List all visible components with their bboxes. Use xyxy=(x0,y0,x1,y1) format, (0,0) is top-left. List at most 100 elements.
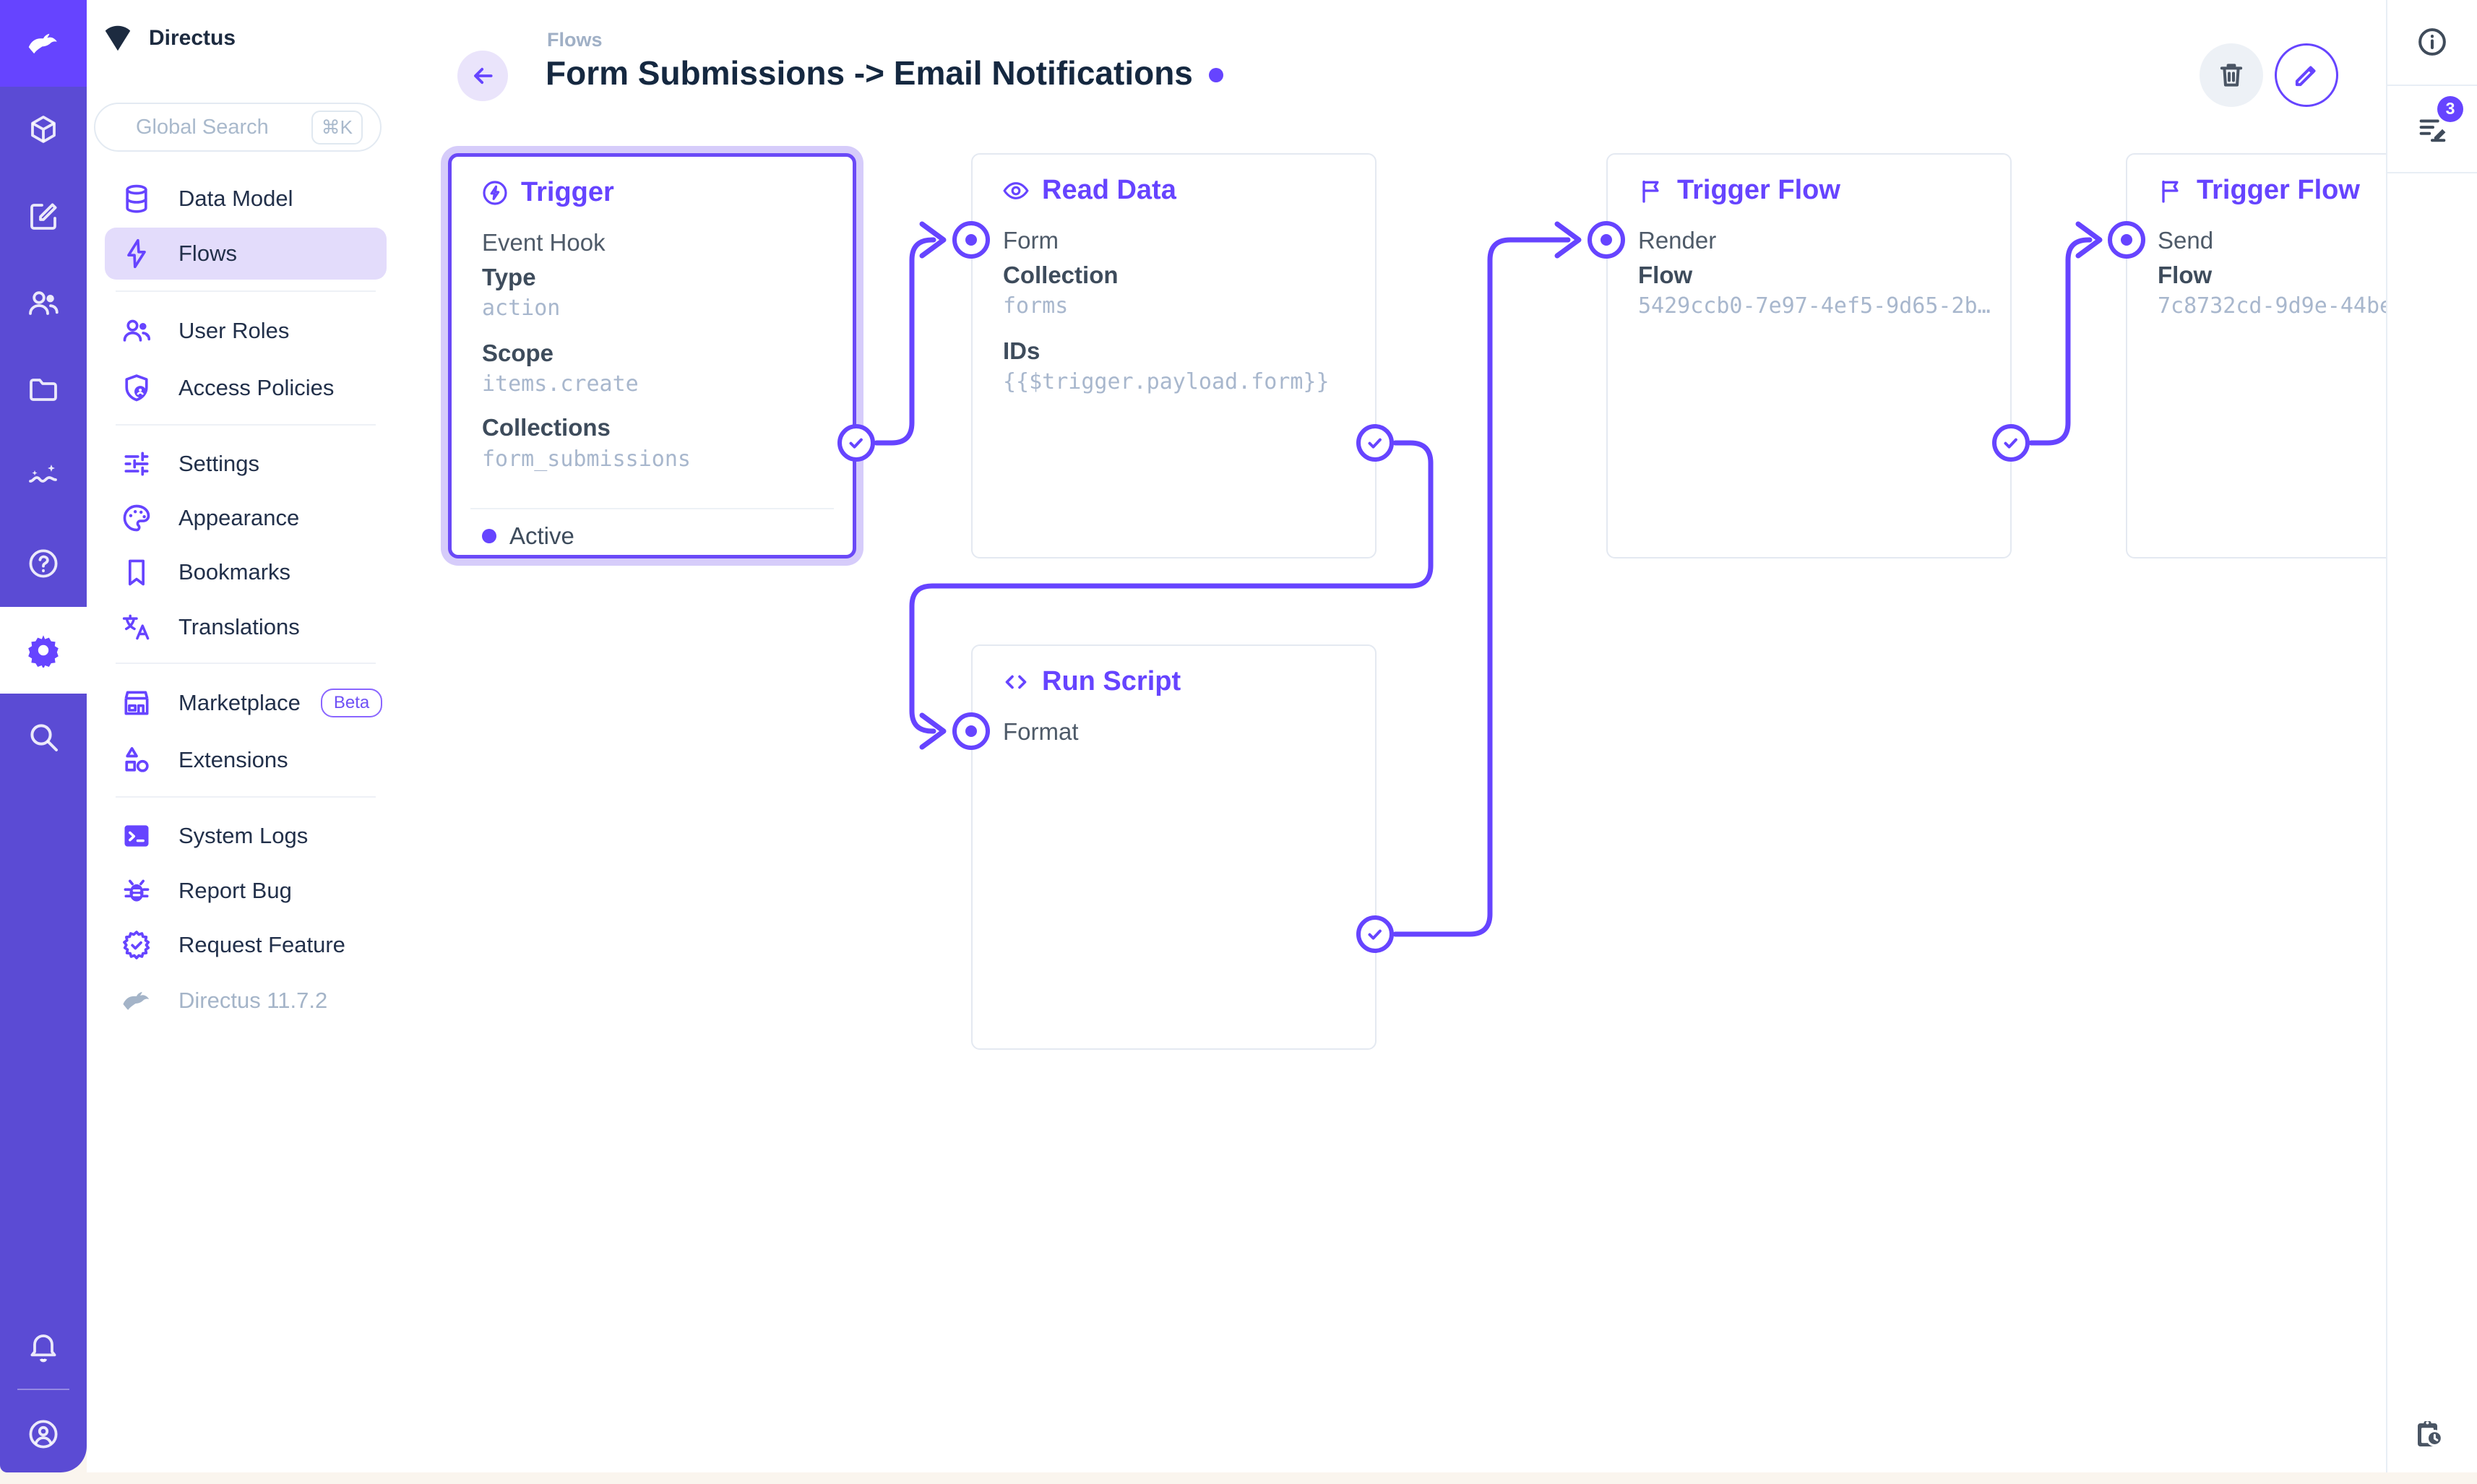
help-icon xyxy=(29,549,58,578)
directus-logo[interactable] xyxy=(0,0,87,87)
panel-title: Run Script xyxy=(1042,666,1181,696)
panel-subtitle: Event Hook xyxy=(482,229,606,256)
flow-panel-trigger-flow-render[interactable]: Trigger Flow Render Flow 5429ccb0-7e97-4… xyxy=(1606,153,2012,558)
search-placeholder: Global Search xyxy=(136,115,269,139)
field-value: 7c8732cd-9d9e-44be xyxy=(2158,293,2393,319)
project-logo-icon xyxy=(105,25,131,51)
flow-panel-trigger[interactable]: Trigger Event Hook Type action Scope ite… xyxy=(448,153,856,558)
panel-subtitle: Form xyxy=(1003,227,1059,254)
panel-subtitle: Send xyxy=(2158,227,2214,254)
sidebar-item-bookmarks[interactable]: Bookmarks xyxy=(105,546,387,598)
module-content[interactable] xyxy=(0,87,87,173)
field-value: 5429ccb0-7e97-4ef5-9d65-2b… xyxy=(1638,293,1991,319)
sidebar-item-user-roles[interactable]: User Roles xyxy=(105,305,387,357)
sidebar: Directus Global Search ⌘K Data Model Flo… xyxy=(87,0,389,1472)
field-value: items.create xyxy=(482,371,639,397)
flow-panel-read-data[interactable]: Read Data Form Collection forms IDs {{$t… xyxy=(971,153,1377,558)
panel-header: Read Data xyxy=(1001,175,1176,206)
dot-icon xyxy=(965,234,977,246)
sidebar-item-label: Marketplace xyxy=(178,690,301,715)
bolt-icon xyxy=(121,238,152,269)
flow-panel-run-script[interactable]: Run Script Format xyxy=(971,644,1377,1050)
page-title: Form Submissions -> Email Notifications xyxy=(546,53,1223,92)
active-status-dot xyxy=(482,529,496,543)
sidebar-item-translations[interactable]: Translations xyxy=(105,601,387,653)
panel-footer: Active xyxy=(482,522,574,550)
bookmark-icon xyxy=(121,556,152,588)
sidebar-item-settings[interactable]: Settings xyxy=(105,438,387,490)
pending-actions-button[interactable] xyxy=(2411,1417,2446,1451)
check-icon xyxy=(2004,438,2017,449)
sidebar-item-marketplace[interactable]: Marketplace Beta xyxy=(105,677,387,729)
output-handle-trigger-flow-render[interactable] xyxy=(1992,424,2030,462)
breadcrumb[interactable]: Flows xyxy=(547,29,603,51)
check-icon xyxy=(849,438,863,449)
sidebar-item-label: Request Feature xyxy=(178,932,345,957)
sidebar-version: Directus 11.7.2 xyxy=(105,975,387,1027)
sidebar-item-label: Bookmarks xyxy=(178,559,291,584)
module-search[interactable] xyxy=(0,694,87,780)
rabbit-icon xyxy=(28,33,57,54)
panel-title: Trigger Flow xyxy=(2197,175,2360,205)
input-handle-trigger-flow-send[interactable] xyxy=(2108,221,2145,259)
sidebar-item-label: Flows xyxy=(178,241,237,266)
trash-icon xyxy=(2220,64,2243,87)
panel-title: Read Data xyxy=(1042,175,1176,205)
sidebar-item-access-policies[interactable]: Access Policies xyxy=(105,362,387,414)
sidebar-item-flows[interactable]: Flows xyxy=(105,228,387,280)
module-files[interactable] xyxy=(0,347,87,433)
eye-icon xyxy=(1003,181,1029,199)
database-icon xyxy=(121,183,152,215)
sidebar-item-label: Appearance xyxy=(178,505,300,530)
shield-user-icon xyxy=(121,372,152,404)
output-handle-read-data[interactable] xyxy=(1356,424,1394,462)
sidebar-item-request-feature[interactable]: Request Feature xyxy=(105,919,387,971)
module-notifications[interactable] xyxy=(0,1304,87,1391)
field-value: action xyxy=(482,295,561,321)
sidebar-item-report-bug[interactable]: Report Bug xyxy=(105,865,387,917)
edit-flow-button[interactable] xyxy=(2275,43,2338,107)
dot-icon xyxy=(1601,234,1612,246)
input-handle-read-data[interactable] xyxy=(952,221,990,259)
folder-icon xyxy=(30,379,57,401)
field-label: Flow xyxy=(1638,262,1693,288)
check-icon xyxy=(1368,438,1382,449)
storefront-icon xyxy=(121,687,152,719)
flag-icon xyxy=(2162,180,2179,203)
module-help[interactable] xyxy=(0,520,87,607)
sidebar-item-system-logs[interactable]: System Logs xyxy=(105,810,387,862)
module-insights[interactable] xyxy=(0,433,87,520)
sidebar-item-label: Report Bug xyxy=(178,878,292,903)
sidebar-item-data-model[interactable]: Data Model xyxy=(105,173,387,225)
module-settings-active[interactable] xyxy=(0,607,87,694)
logs-button[interactable]: 3 xyxy=(2387,95,2477,159)
rail-divider xyxy=(2387,85,2477,86)
module-editor[interactable] xyxy=(0,173,87,260)
output-handle-run-script[interactable] xyxy=(1356,915,1394,953)
info-button[interactable] xyxy=(2387,14,2477,69)
sidebar-item-appearance[interactable]: Appearance xyxy=(105,492,387,544)
panel-header: Trigger Flow xyxy=(2156,175,2360,206)
sidebar-divider xyxy=(116,796,376,798)
module-users[interactable] xyxy=(0,260,87,347)
sidebar-item-label: System Logs xyxy=(178,823,309,848)
bolt-circle-icon xyxy=(483,180,507,205)
delete-flow-button[interactable] xyxy=(2200,43,2263,107)
edit-square-icon xyxy=(30,203,57,230)
project-row[interactable]: Directus xyxy=(101,22,236,55)
input-handle-trigger-flow-render[interactable] xyxy=(1588,221,1625,259)
search-shortcut: ⌘K xyxy=(311,110,363,144)
output-handle-trigger[interactable] xyxy=(837,424,875,462)
sidebar-item-extensions[interactable]: Extensions xyxy=(105,734,387,786)
global-search-input[interactable]: Global Search ⌘K xyxy=(94,103,382,152)
project-title: Directus xyxy=(149,26,236,50)
input-handle-run-script[interactable] xyxy=(952,712,990,750)
back-button[interactable] xyxy=(457,51,508,101)
rail-divider xyxy=(2387,172,2477,173)
sidebar-item-label: Translations xyxy=(178,614,300,639)
module-user-avatar[interactable] xyxy=(0,1391,87,1477)
sidebar-divider xyxy=(116,290,376,292)
sidebar-item-label: Settings xyxy=(178,451,260,476)
rabbit-gray-icon xyxy=(121,985,152,1017)
